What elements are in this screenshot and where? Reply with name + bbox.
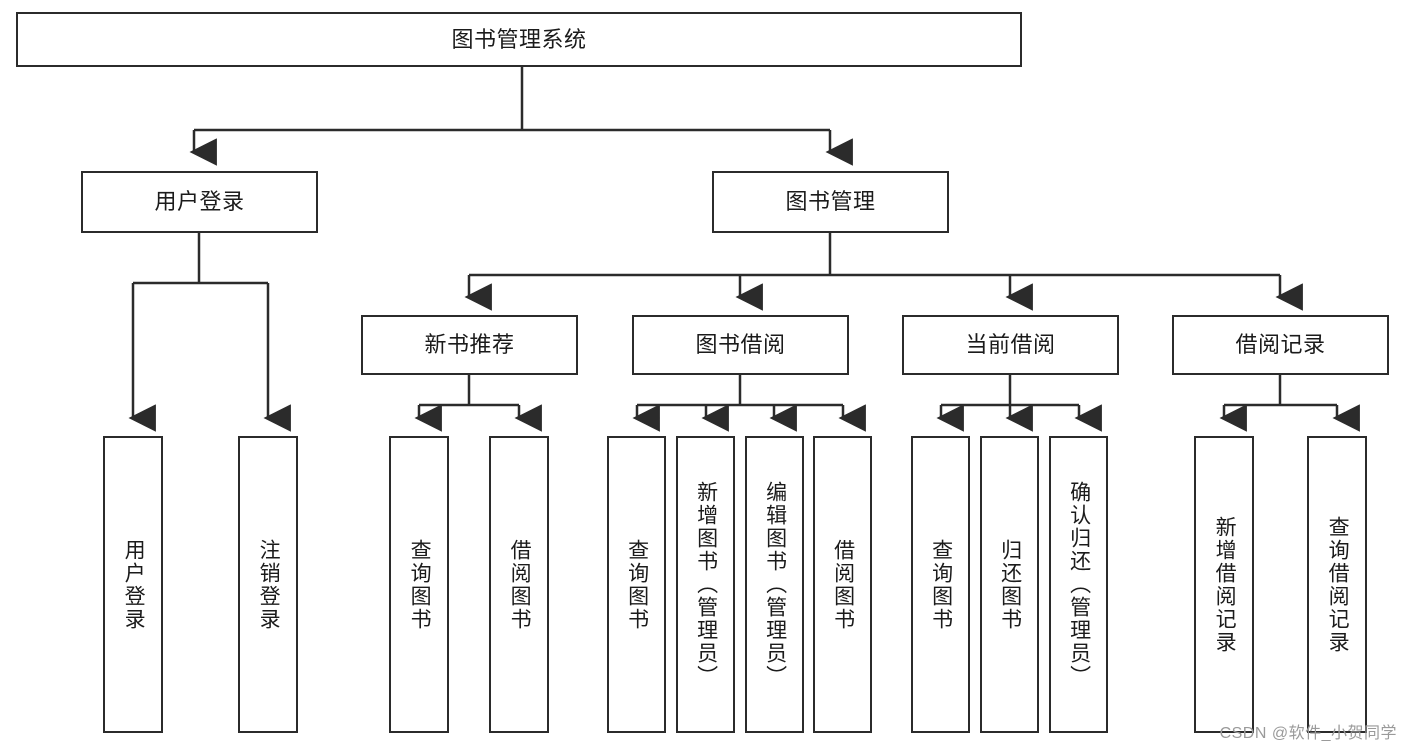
leaf-current-borrow-confirm-return-admin[interactable]: 确认归还（管理员）: [1049, 436, 1108, 733]
leaf-current-borrow-return-book[interactable]: 归还图书: [980, 436, 1039, 733]
leaf-label: 查询图书: [408, 538, 432, 631]
leaf-borrow-records-query-record[interactable]: 查询借阅记录: [1307, 436, 1367, 733]
node-book-borrow-label: 图书借阅: [695, 332, 786, 358]
leaf-label: 用户登录: [122, 538, 146, 631]
leaf-user-login-logout[interactable]: 注销登录: [238, 436, 298, 733]
leaf-book-borrow-query-book[interactable]: 查询图书: [607, 436, 666, 733]
leaf-label: 确认归还（管理员）: [1067, 481, 1091, 688]
node-root-label: 图书管理系统: [451, 26, 587, 52]
leaf-label: 借阅图书: [831, 538, 855, 631]
leaf-label: 查询图书: [929, 538, 953, 631]
node-borrow-records-label: 借阅记录: [1235, 332, 1326, 358]
node-current-borrow-label: 当前借阅: [965, 332, 1056, 358]
node-book-borrow[interactable]: 图书借阅: [632, 315, 849, 375]
node-new-book-recommend[interactable]: 新书推荐: [361, 315, 578, 375]
node-book-management-label: 图书管理: [785, 189, 876, 215]
leaf-book-borrow-edit-book-admin[interactable]: 编辑图书（管理员）: [745, 436, 804, 733]
leaf-borrow-records-add-record[interactable]: 新增借阅记录: [1194, 436, 1254, 733]
node-user-login-label: 用户登录: [154, 189, 245, 215]
leaf-label: 新增借阅记录: [1213, 515, 1237, 654]
leaf-label: 借阅图书: [508, 538, 532, 631]
leaf-new-book-borrow-book[interactable]: 借阅图书: [489, 436, 549, 733]
leaf-label: 编辑图书（管理员）: [763, 481, 787, 688]
node-book-management[interactable]: 图书管理: [712, 171, 949, 233]
node-root-book-management-system[interactable]: 图书管理系统: [16, 12, 1022, 67]
leaf-book-borrow-borrow-book[interactable]: 借阅图书: [813, 436, 872, 733]
leaf-label: 查询借阅记录: [1326, 515, 1350, 654]
leaf-label: 注销登录: [257, 538, 281, 631]
node-user-login[interactable]: 用户登录: [81, 171, 318, 233]
node-new-book-recommend-label: 新书推荐: [424, 332, 515, 358]
leaf-book-borrow-add-book-admin[interactable]: 新增图书（管理员）: [676, 436, 735, 733]
leaf-current-borrow-query-book[interactable]: 查询图书: [911, 436, 970, 733]
leaf-user-login-login[interactable]: 用户登录: [103, 436, 163, 733]
leaf-label: 归还图书: [998, 538, 1022, 631]
leaf-new-book-query-book[interactable]: 查询图书: [389, 436, 449, 733]
leaf-label: 新增图书（管理员）: [694, 481, 718, 688]
node-current-borrow[interactable]: 当前借阅: [902, 315, 1119, 375]
leaf-label: 查询图书: [625, 538, 649, 631]
node-borrow-records[interactable]: 借阅记录: [1172, 315, 1389, 375]
